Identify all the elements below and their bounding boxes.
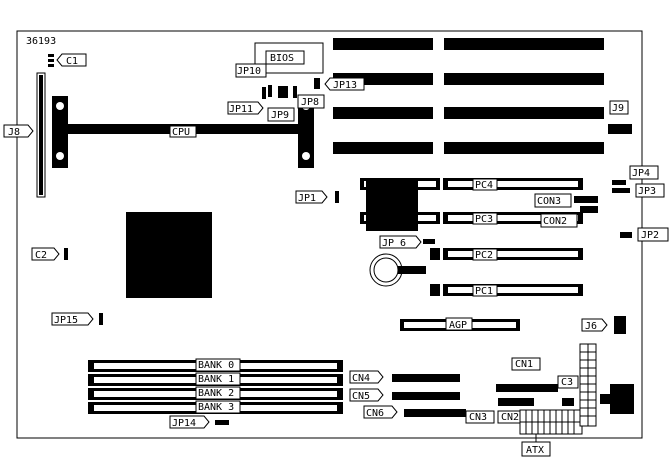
cn2-connector: CN2	[497, 398, 534, 424]
bank3-label: BANK 3	[198, 402, 234, 413]
bank2-label: BANK 2	[198, 388, 234, 399]
cn1-connector: CN1	[496, 357, 558, 392]
pc1-label: PC1	[475, 286, 493, 297]
cn3-connector: CN3	[465, 410, 495, 424]
jp10-jumper: JP10	[235, 63, 272, 97]
jp13-jumper: JP13	[314, 77, 365, 91]
j9-label: J9	[612, 103, 624, 114]
atx-label: ATX	[526, 445, 544, 456]
cn5-connector: CN5	[349, 388, 460, 402]
southbridge-chip	[126, 212, 212, 298]
jp15-jumper: JP15	[51, 312, 103, 326]
agp-slot: AGP	[400, 317, 520, 331]
jp9-jumper: JP9	[267, 86, 295, 122]
jp8-jumper: JP8	[293, 86, 325, 109]
cn4-connector: CN4	[349, 370, 460, 384]
jp4-jumper: JP4	[612, 165, 659, 185]
cn4-label: CN4	[352, 373, 370, 384]
jp2-jumper: JP2	[620, 227, 669, 242]
con2-label: CON2	[543, 216, 567, 227]
j6-connector: J6	[581, 316, 626, 334]
jp2-label: JP2	[641, 230, 659, 241]
battery	[369, 253, 426, 287]
j9-connector: J9	[608, 100, 632, 134]
jp8-label: JP8	[301, 97, 319, 108]
pc2-label: PC2	[475, 250, 493, 261]
pc3-label: PC3	[475, 214, 493, 225]
jp13-label: JP13	[333, 80, 357, 91]
cn3-label: CN3	[469, 412, 487, 423]
isa-slots	[333, 38, 604, 154]
cpu-label: CPU	[172, 127, 190, 138]
io-connector	[579, 343, 634, 427]
c1-label: C1	[66, 56, 78, 67]
c3-label: C3	[561, 377, 573, 388]
bank1-label: BANK 1	[198, 374, 234, 385]
c1-capacitor: C1	[48, 53, 87, 67]
jp15-label: JP15	[54, 315, 78, 326]
j8-connector: J8	[3, 72, 46, 198]
cn5-label: CN5	[352, 391, 370, 402]
memory-banks: BANK 0 BANK 1 BANK 2 BANK 3	[88, 358, 343, 414]
c2-label: C2	[35, 250, 47, 261]
con3-label: CON3	[537, 196, 561, 207]
cn1-label: CN1	[515, 359, 533, 370]
c3-capacitor: C3	[557, 375, 579, 406]
cn6-label: CN6	[366, 408, 384, 419]
c2-capacitor: C2	[31, 247, 68, 261]
jp3-label: JP3	[638, 186, 656, 197]
cn2-label: CN2	[501, 412, 519, 423]
con2-connector: CON2	[540, 206, 598, 228]
jp14-jumper: JP14	[169, 415, 229, 429]
jp11-jumper: JP11	[227, 87, 266, 115]
j8-label: J8	[8, 127, 20, 138]
pc4-label: PC4	[475, 180, 493, 191]
northbridge-chip	[366, 179, 418, 231]
bios-label: BIOS	[270, 53, 294, 64]
jp3-jumper: JP3	[612, 183, 665, 198]
jp4-label: JP4	[632, 168, 650, 179]
bank0-label: BANK 0	[198, 360, 234, 371]
jp10-label: JP10	[237, 66, 261, 77]
con3-connector: CON3	[534, 193, 598, 208]
jp1-label: JP1	[298, 193, 316, 204]
cn6-connector: CN6	[363, 405, 466, 419]
agp-label: AGP	[449, 320, 467, 331]
jp14-label: JP14	[172, 418, 196, 429]
jp11-label: JP11	[229, 104, 253, 115]
jp6-jumper: JP 6	[379, 235, 435, 249]
board-id: 36193	[26, 36, 56, 47]
jp1-jumper: JP1	[295, 190, 339, 204]
jp6-label: JP 6	[382, 238, 406, 249]
j6-label: J6	[585, 321, 597, 332]
atx-connector: ATX	[519, 409, 583, 457]
jp9-label: JP9	[271, 110, 289, 121]
